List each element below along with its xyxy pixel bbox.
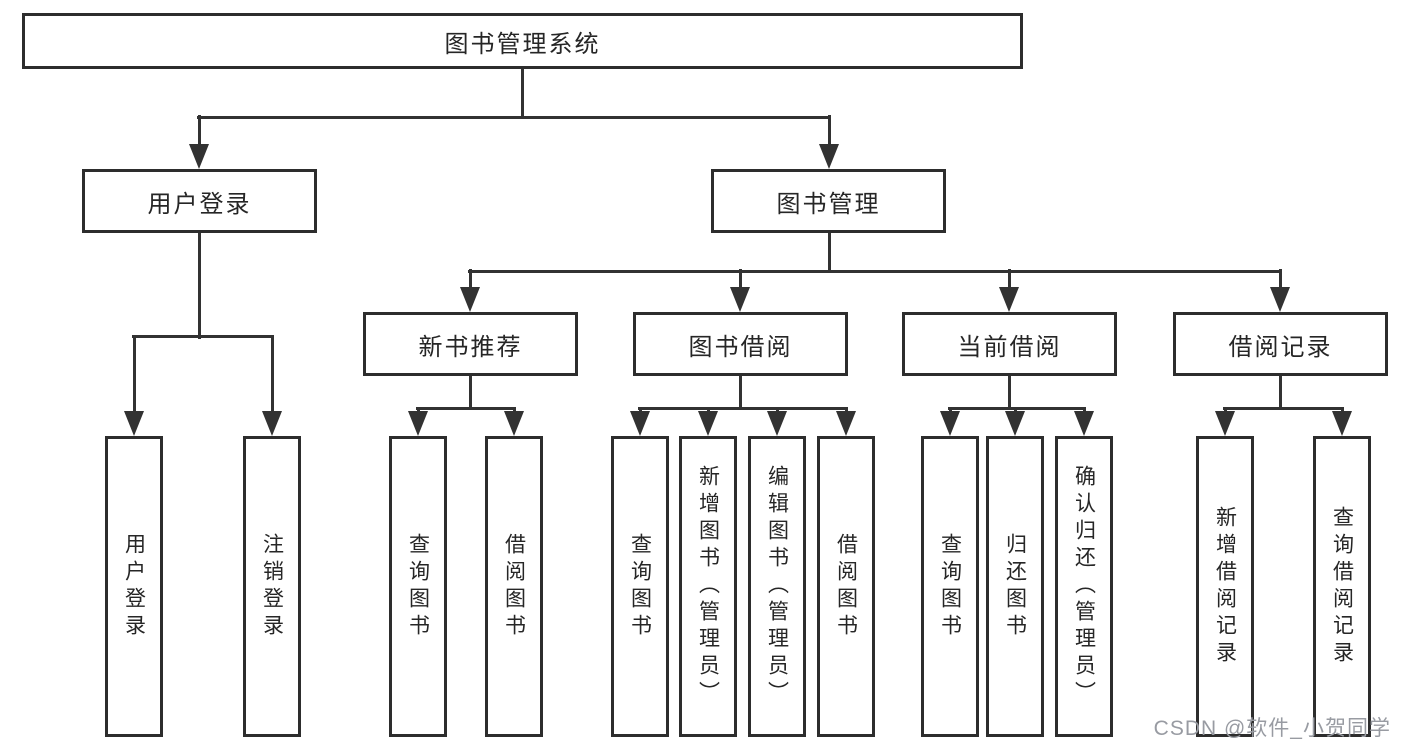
connector-line (133, 336, 136, 414)
leaf-query-borrow-record: 查询借阅记录 (1313, 436, 1371, 737)
node-library-management-system: 图书管理系统 (22, 13, 1023, 69)
connector-line (739, 269, 742, 291)
connector-line (417, 407, 420, 414)
node-user-login: 用户登录 (82, 169, 317, 233)
arrowhead-icon (630, 411, 650, 436)
leaf-query-books-borrowing: 查询图书 (611, 436, 669, 737)
node-book-borrowing: 图书借阅 (633, 312, 848, 376)
connector-line (948, 407, 1086, 410)
arrowhead-icon (504, 411, 524, 436)
arrowhead-icon (460, 287, 480, 312)
connector-line (513, 407, 516, 414)
arrowhead-icon (698, 411, 718, 436)
connector-line (639, 407, 642, 414)
connector-line (949, 407, 952, 414)
connector-line (1341, 407, 1344, 414)
connector-line (845, 407, 848, 414)
leaf-query-books-current: 查询图书 (921, 436, 979, 737)
arrowhead-icon (1005, 411, 1025, 436)
connector-line (197, 116, 831, 119)
arrowhead-icon (767, 411, 787, 436)
connector-line (521, 69, 524, 118)
connector-line (1008, 269, 1011, 291)
connector-line (198, 231, 201, 339)
watermark: CSDN @软件_小贺同学 (1153, 717, 1391, 740)
connector-line (1083, 407, 1086, 414)
connector-line (271, 336, 274, 414)
arrowhead-icon (124, 411, 144, 436)
leaf-logout: 注销登录 (243, 436, 301, 737)
connector-line (776, 407, 779, 414)
connector-line (1014, 407, 1017, 414)
connector-line (828, 115, 831, 147)
connector-line (132, 335, 274, 338)
leaf-add-book-admin: 新增图书（管理员） (679, 436, 737, 737)
connector-line (638, 407, 848, 410)
arrowhead-icon (189, 144, 209, 169)
leaf-borrow-books-borrowing: 借阅图书 (817, 436, 875, 737)
arrowhead-icon (999, 287, 1019, 312)
leaf-borrow-books-recommend: 借阅图书 (485, 436, 543, 737)
leaf-user-login: 用户登录 (105, 436, 163, 737)
connector-line (1224, 407, 1227, 414)
connector-line (469, 269, 472, 291)
connector-line (416, 407, 516, 410)
arrowhead-icon (408, 411, 428, 436)
arrowhead-icon (262, 411, 282, 436)
arrowhead-icon (730, 287, 750, 312)
node-book-management: 图书管理 (711, 169, 946, 233)
arrowhead-icon (1215, 411, 1235, 436)
leaf-return-book: 归还图书 (986, 436, 1044, 737)
connector-line (1279, 269, 1282, 291)
connector-line (1279, 376, 1282, 410)
arrowhead-icon (1074, 411, 1094, 436)
connector-line (828, 233, 831, 272)
connector-line (198, 115, 201, 147)
leaf-confirm-return-admin: 确认归还（管理员） (1055, 436, 1113, 737)
connector-line (739, 376, 742, 410)
arrowhead-icon (1270, 287, 1290, 312)
node-current-borrowing: 当前借阅 (902, 312, 1117, 376)
connector-line (468, 270, 1282, 273)
connector-line (1008, 376, 1011, 410)
connector-line (1223, 407, 1344, 410)
node-borrowing-records: 借阅记录 (1173, 312, 1388, 376)
leaf-query-books-recommend: 查询图书 (389, 436, 447, 737)
arrowhead-icon (1332, 411, 1352, 436)
connector-line (707, 407, 710, 414)
leaf-edit-book-admin: 编辑图书（管理员） (748, 436, 806, 737)
connector-line (469, 376, 472, 410)
node-new-book-recommendation: 新书推荐 (363, 312, 578, 376)
arrowhead-icon (940, 411, 960, 436)
arrowhead-icon (819, 144, 839, 169)
arrowhead-icon (836, 411, 856, 436)
leaf-add-borrow-record: 新增借阅记录 (1196, 436, 1254, 737)
